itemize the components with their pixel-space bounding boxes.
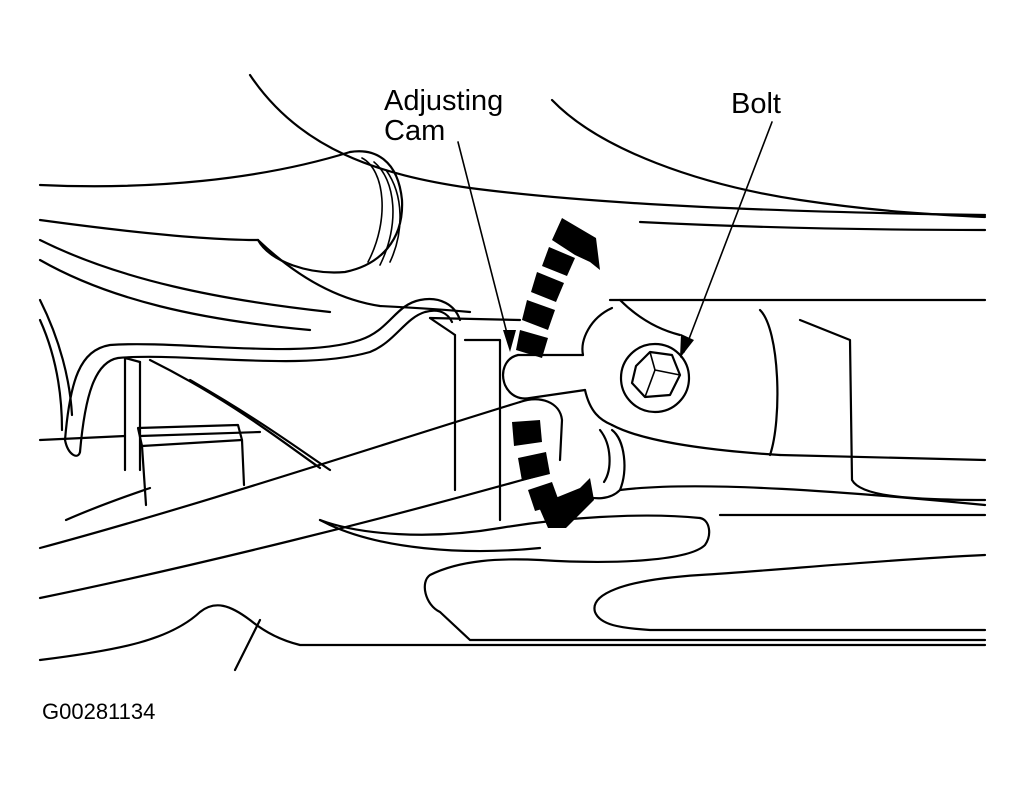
- adjusting-cam-label: Adjusting Cam: [384, 86, 503, 146]
- cam-leader-line: [457, 141, 511, 346]
- upper-body-contour: [248, 73, 987, 232]
- motion-arrow-up-icon: [516, 218, 600, 358]
- bolt-label: Bolt: [731, 88, 781, 120]
- cam-leader-arrowhead: [503, 330, 516, 352]
- brake-line-wire: [38, 238, 462, 457]
- bolt-leader-arrowhead: [680, 334, 694, 358]
- support-plate: [148, 316, 522, 522]
- adjusting-cam-label-line1: Adjusting: [384, 85, 504, 117]
- adjusting-cam-label-line2: Cam: [384, 115, 446, 147]
- motion-arrow-down-icon: [512, 420, 594, 528]
- bolt-leader-line: [683, 121, 773, 353]
- bolt-head: [619, 342, 691, 414]
- lower-control-arm: [38, 398, 564, 600]
- rubber-boot: [38, 150, 472, 314]
- leader-lines: [457, 121, 773, 358]
- mounting-block: [38, 356, 262, 507]
- cam-bracket: [501, 298, 987, 507]
- lower-frame: [38, 513, 987, 672]
- figure-id-label: G00281134: [42, 699, 156, 724]
